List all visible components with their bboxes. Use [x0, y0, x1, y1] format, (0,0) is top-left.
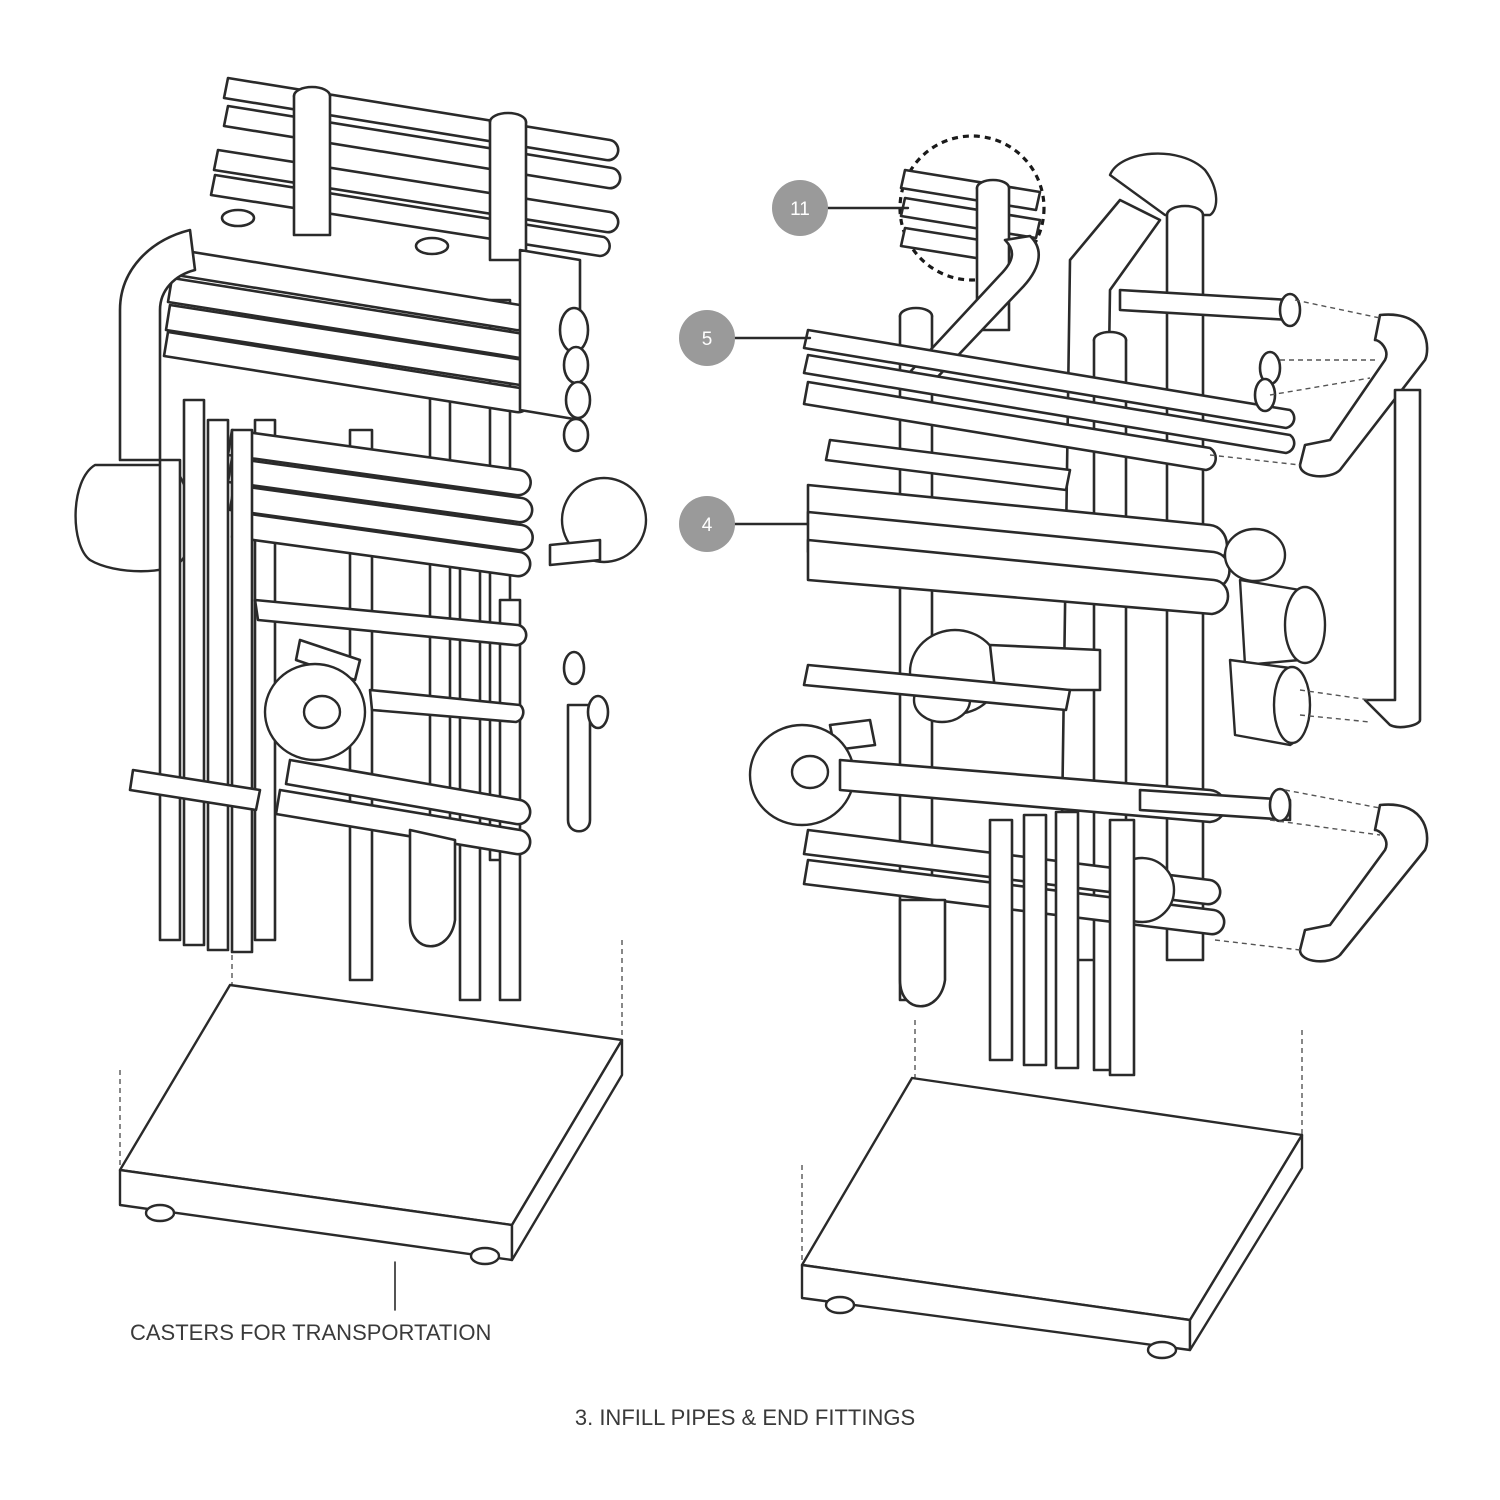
casters-annotation: CASTERS FOR TRANSPORTATION: [130, 1320, 491, 1345]
left-middle-stack: [226, 428, 648, 578]
right-side-handles: [1209, 299, 1429, 963]
callout-5: 5: [679, 310, 812, 366]
caster-wheel: [1146, 1340, 1178, 1360]
left-vertical-pipes: [158, 398, 254, 954]
right-middle-stack: [806, 438, 1231, 616]
callout-11: 11: [772, 180, 910, 236]
right-dish-fitting: [748, 718, 877, 827]
left-top-pipes: [209, 76, 622, 262]
callout-label: 4: [702, 515, 713, 536]
callout-label: 11: [790, 199, 810, 220]
caster-wheel: [824, 1295, 856, 1315]
right-upper-stack: [802, 288, 1302, 472]
callout-badge: [679, 496, 735, 552]
right-lower-verticals: [898, 810, 1136, 1077]
right-pipe-assembly: [748, 134, 1429, 1350]
right-cone-fittings: [1223, 527, 1327, 747]
caster-wheel: [144, 1203, 176, 1223]
callout-badge: [679, 310, 735, 366]
callout-4: 4: [679, 496, 810, 552]
left-dish-fitting: [128, 598, 610, 948]
right-caster-platform: [800, 1076, 1304, 1360]
left-pipe-assembly: [74, 76, 648, 1260]
callout-label: 5: [702, 329, 713, 350]
figure-caption: 3. INFILL PIPES & END FITTINGS: [575, 1405, 915, 1430]
left-caster-platform: [118, 983, 624, 1311]
left-upper-stack: [162, 248, 592, 453]
callout-badge: [772, 180, 828, 236]
caster-wheel: [469, 1246, 501, 1266]
